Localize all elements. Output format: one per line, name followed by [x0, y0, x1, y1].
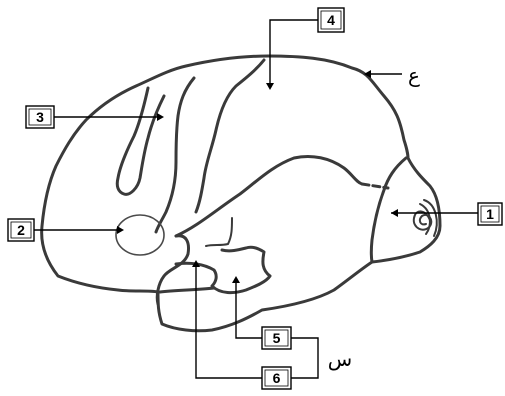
broca-area-circle [116, 215, 164, 255]
label-box-2: 2 [8, 219, 34, 241]
temporal-sulcus-upper [206, 218, 232, 246]
label-2-text: 2 [17, 222, 25, 238]
occipital-dashed-line [362, 184, 388, 188]
label-6-text: 6 [273, 370, 281, 386]
letter-ain: ع [408, 63, 420, 87]
label-box-6: 6 [262, 367, 291, 389]
temporal-loop-5 [176, 247, 270, 292]
label-box-1: 1 [478, 203, 502, 225]
letter-seen: س [328, 347, 352, 371]
label-5-text: 5 [273, 330, 281, 346]
frontal-gyrus-boundary [117, 88, 164, 194]
occipital-boundary [371, 158, 406, 262]
leader-line-4 [270, 20, 318, 84]
bracket-5-6 [291, 338, 318, 378]
arrowhead-5 [232, 276, 240, 283]
arrowhead-3 [157, 113, 164, 121]
arrowhead-1 [391, 209, 398, 217]
central-sulcus [196, 60, 264, 212]
label-1-text: 1 [486, 206, 494, 222]
label-box-5: 5 [262, 327, 291, 349]
label-3-text: 3 [36, 109, 44, 125]
temporal-upper-boundary [176, 156, 362, 236]
temporal-front-boundary [157, 236, 188, 304]
leader-line-6 [196, 266, 262, 378]
arrowhead-4 [266, 83, 274, 90]
label-4-text: 4 [327, 12, 335, 28]
label-box-3: 3 [26, 106, 54, 128]
label-box-4: 4 [318, 8, 344, 32]
temporal-lower-sulcus [160, 288, 214, 292]
arrowhead-2 [117, 226, 124, 234]
